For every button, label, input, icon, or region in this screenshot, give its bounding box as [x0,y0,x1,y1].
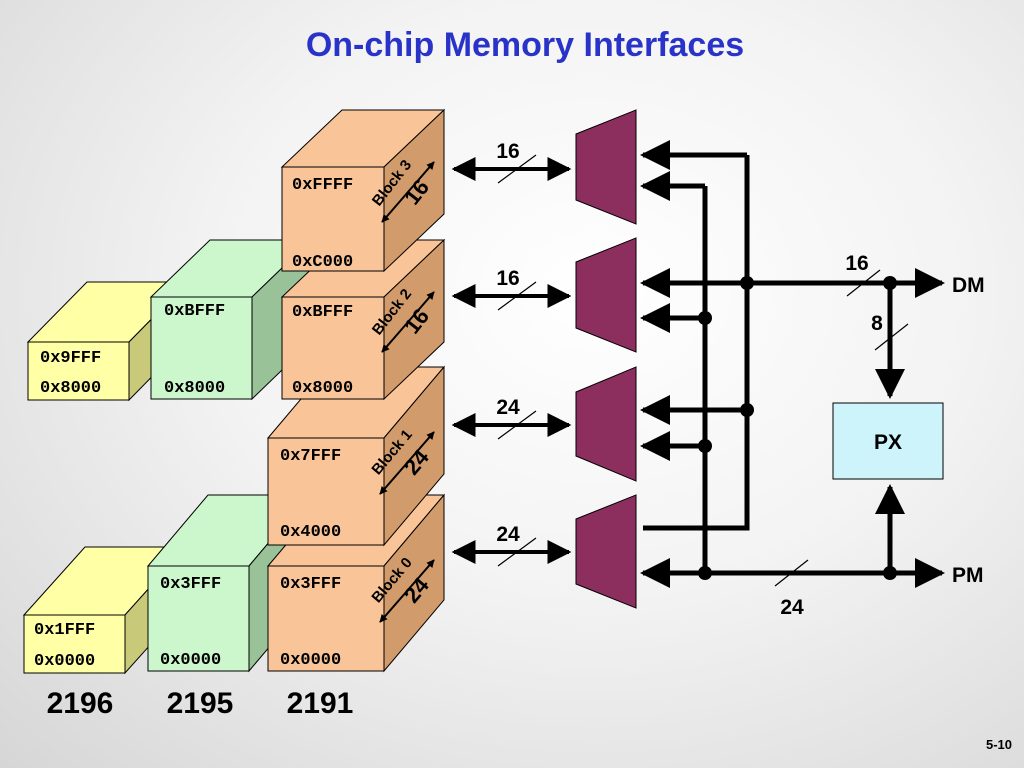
page-number: 5-10 [985,737,1012,752]
chip-2191-block-0: 0x3FFF 0x0000 Block 0 24 [266,493,446,673]
bus-width-block0: 24 [496,523,520,546]
chip-2191-block-3: 0xFFFF 0xC000 Block 3 16 [280,108,446,273]
block-buses [451,157,572,564]
chip-2195-lower-bottom-addr: 0x0000 [160,651,221,670]
chip-2191-name: 2191 [287,687,354,720]
chip-2191-block-1: 0x7FFF 0x4000 Block 1 24 [266,365,446,547]
chip-2191-block3-bottom-addr: 0xC000 [292,253,353,272]
chip-2195-lower-top-addr: 0x3FFF [160,575,221,594]
page-title: On-chip Memory Interfaces [305,26,745,64]
chip-2195-upper-bottom-addr: 0x8000 [164,379,225,398]
px-link-width: 8 [871,312,883,335]
chip-2195-upper-top-addr: 0xBFFF [164,302,225,321]
dm-bus-label: DM [952,274,985,297]
px-label: PX [874,431,902,454]
chip-2191-block0-top-addr: 0x3FFF [280,575,341,594]
mux-block-2 [575,237,637,353]
bus-width-block3: 16 [496,140,519,163]
chip-2191-block1-top-addr: 0x7FFF [280,447,341,466]
mux-block-1 [575,366,637,482]
chip-2191-block3-top-addr: 0xFFFF [292,176,353,195]
chip-2196-lower-top-addr: 0x1FFF [34,621,95,640]
mux-block-0 [575,494,637,609]
bus-width-ticks [497,154,537,567]
bus-wiring [640,140,945,588]
chip-2191-block-2: 0xBFFF 0x8000 Block 2 16 [280,238,446,401]
mux-block-3 [575,109,637,225]
dm-bus-width: 16 [845,252,868,275]
chip-2195-name: 2195 [167,687,234,720]
chip-2195-upper-block: 0xBFFF 0x8000 [149,238,313,401]
px-register: PX [832,402,944,480]
chip-2196-name: 2196 [47,687,114,720]
chip-2191-block2-bottom-addr: 0x8000 [292,379,353,398]
bus-width-block2: 16 [496,267,519,290]
chip-2191-block2-top-addr: 0xBFFF [292,303,353,322]
chip-2196-upper-bottom-addr: 0x8000 [40,379,101,398]
chip-2196-upper-top-addr: 0x9FFF [40,349,101,368]
junction-dots [698,276,897,580]
pm-bus-label: PM [952,564,984,587]
pm-bus-width: 24 [780,596,804,619]
chip-2196-lower-bottom-addr: 0x0000 [34,652,95,671]
multiplexers [575,109,637,609]
chip-2191-block1-bottom-addr: 0x4000 [280,523,341,542]
bus-width-block1: 24 [496,396,520,419]
chip-2191-block0-bottom-addr: 0x0000 [280,651,341,670]
